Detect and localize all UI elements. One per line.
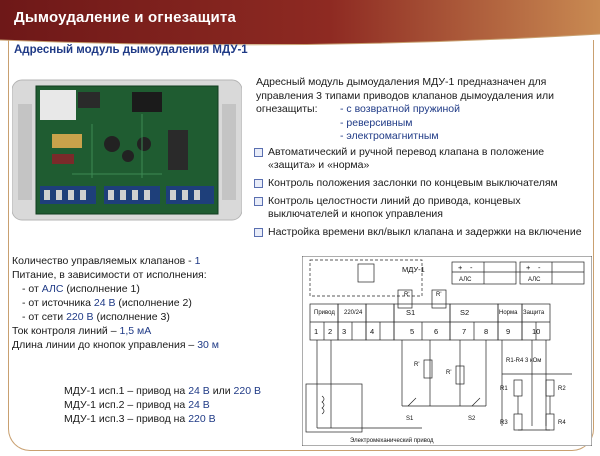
- spec-current: Ток контроля линий – 1,5 мА: [12, 325, 152, 337]
- switch-label: S1: [406, 416, 414, 422]
- variant-line: МДУ-1 исп.2 – привод на 24 В: [64, 399, 210, 411]
- spec-power: Питание, в зависимости от исполнения:: [12, 269, 207, 281]
- terminal-number: 9: [506, 327, 510, 336]
- diagram-footer: Электромеханический привод: [350, 437, 434, 444]
- minus-sign: -: [538, 263, 541, 272]
- norma-label: Норма: [499, 310, 518, 316]
- spec-power-option: - от сети 220 В (исполнение 3): [22, 311, 170, 323]
- terminal-number: 5: [410, 327, 414, 336]
- intro-line-2: управления 3 типами приводов клапанов ды…: [256, 89, 554, 102]
- als-right-label: АЛС: [528, 277, 541, 283]
- module-subtitle: Адресный модуль дымоудаления МДУ-1: [14, 44, 248, 56]
- resistor-spec-label: R1-R4 3 кОм: [506, 358, 541, 364]
- feature-text: Автоматический и ручной перевод клапана …: [268, 146, 545, 171]
- resistor-small-label: R': [436, 292, 441, 298]
- spec-power-option: - от АЛС (исполнение 1): [22, 283, 140, 295]
- terminal-number: 8: [484, 327, 488, 336]
- minus-sign: -: [470, 263, 473, 272]
- terminal-number: 3: [342, 327, 346, 336]
- feature-item: Контроль положения заслонки по концевым …: [254, 177, 594, 190]
- feature-item: Автоматический и ручной перевод клапана …: [254, 146, 594, 172]
- features-list: Автоматический и ручной перевод клапана …: [254, 146, 594, 244]
- content-frame: [8, 40, 594, 451]
- module-photo: [12, 79, 242, 221]
- drive-type-item: - электромагнитным: [340, 130, 439, 142]
- terminal-number: 10: [532, 327, 540, 336]
- header-curve-decoration: [0, 33, 600, 48]
- resistor-label: R4: [558, 420, 566, 426]
- spec-power-option: - от источника 24 В (исполнение 2): [22, 297, 192, 309]
- feature-text: Настройка времени вкл/выкл клапана и зад…: [268, 226, 582, 238]
- variant-line: МДУ-1 исп.1 – привод на 24 В или 220 В: [64, 385, 261, 397]
- spec-valves: Количество управляемых клапанов - 1: [12, 255, 201, 267]
- specs-block: Количество управляемых клапанов - 1 Пита…: [12, 254, 219, 352]
- checkbox-bullet-icon: [254, 197, 263, 206]
- header-bar: Дымоудаление и огнезащита: [0, 0, 600, 48]
- terminal-number: 2: [328, 327, 332, 336]
- checkbox-bullet-icon: [254, 148, 263, 157]
- terminal-number: 4: [370, 327, 374, 336]
- resistor-label: R3: [500, 420, 508, 426]
- terminal-number: 6: [434, 327, 438, 336]
- privod-label: Привод: [314, 310, 335, 316]
- voltage-label: 220/24: [344, 310, 363, 316]
- feature-item: Настройка времени вкл/выкл клапана и зад…: [254, 226, 594, 239]
- s1-label: S1: [406, 308, 415, 317]
- variants-block: МДУ-1 исп.1 – привод на 24 В или 220 В М…: [64, 384, 261, 426]
- als-left-label: АЛС: [459, 277, 472, 283]
- resistor-small-label: R': [446, 370, 451, 376]
- switch-label: S2: [468, 416, 476, 422]
- intro-line-1: Адресный модуль дымоудаления МДУ-1 предн…: [256, 76, 547, 88]
- drive-type-item: - с возвратной пружиной: [340, 103, 461, 115]
- intro-line-3: огнезащиты:: [256, 103, 318, 115]
- resistor-small-label: R': [414, 362, 419, 368]
- intro-text: Адресный модуль дымоудаления МДУ-1 предн…: [256, 76, 588, 117]
- resistor-label: R1: [500, 386, 508, 392]
- terminal-number: 1: [314, 327, 318, 336]
- zashita-label: Защита: [523, 310, 545, 316]
- drive-type-item: - реверсивным: [340, 116, 413, 129]
- spec-line-length: Длина линии до кнопок управления – 30 м: [12, 339, 220, 351]
- resistor-label: R2: [558, 386, 566, 392]
- resistor-small-label: R': [404, 292, 409, 298]
- checkbox-bullet-icon: [254, 228, 263, 237]
- plus-sign: +: [526, 263, 531, 272]
- feature-item: Контроль целостности линий до привода, к…: [254, 195, 594, 221]
- variant-line: МДУ-1 исп.3 – привод на 220 В: [64, 413, 216, 425]
- s2-label: S2: [460, 308, 469, 317]
- terminal-number: 7: [462, 327, 466, 336]
- plus-sign: +: [458, 263, 463, 272]
- page-title: Дымоудаление и огнезащита: [14, 9, 237, 26]
- feature-text: Контроль положения заслонки по концевым …: [268, 177, 558, 189]
- module-label: МДУ-1: [402, 265, 425, 274]
- drive-types-list: - с возвратной пружиной - реверсивным - …: [340, 103, 460, 144]
- checkbox-bullet-icon: [254, 179, 263, 188]
- wiring-diagram: МДУ-1 + - + - АЛС АЛС Привод 220/24 S1 S…: [302, 256, 592, 446]
- feature-text: Контроль целостности линий до привода, к…: [268, 195, 521, 220]
